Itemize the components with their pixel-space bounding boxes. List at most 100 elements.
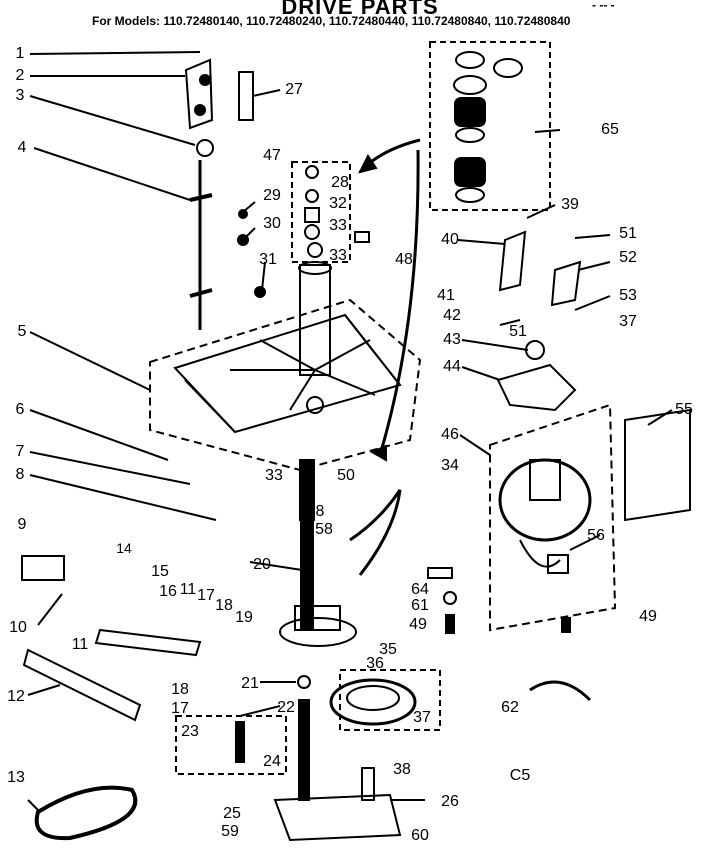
callout-53: 53 (619, 287, 637, 304)
callout-33a: 33 (329, 217, 347, 234)
callout-64: 64 (411, 581, 429, 598)
callout-13: 13 (7, 769, 25, 786)
gearcase-26 (273, 793, 402, 842)
callout-22: 22 (277, 699, 295, 716)
part-62 (529, 680, 592, 702)
callout-49b: 49 (639, 608, 657, 625)
callout-17a: 17 (197, 587, 215, 604)
callout-55: 55 (675, 401, 693, 418)
callout-14: 14 (116, 540, 132, 556)
base-spokes (230, 339, 376, 411)
center-post (299, 264, 331, 376)
callout-21: 21 (241, 675, 259, 692)
callout-56: 56 (587, 527, 605, 544)
callout-29: 29 (263, 187, 281, 204)
callout-25: 25 (223, 805, 241, 822)
kit-box-65 (429, 41, 551, 211)
callout-43: 43 (443, 331, 461, 348)
models-line: For Models: 110.72480140, 110.72480240, … (92, 14, 571, 28)
callout-33c: 33 (265, 467, 283, 484)
callout-15: 15 (151, 563, 169, 580)
part-64 (427, 567, 453, 579)
callout-5: 5 (17, 323, 27, 340)
callout-3: 3 (15, 87, 25, 104)
callout-59: 59 (221, 823, 239, 840)
capacitor-56 (547, 554, 569, 574)
part-55 (624, 408, 691, 522)
callout-18b: 18 (171, 681, 189, 698)
callout-58: 58 (315, 521, 333, 538)
kit-part-spring (454, 97, 486, 127)
callout-1: 1 (15, 45, 25, 62)
callout-50: 50 (337, 467, 355, 484)
diagram-title: DRIVE PARTS (281, 0, 439, 19)
callout-18a: 18 (215, 597, 233, 614)
callout-20: 20 (253, 556, 271, 573)
callout-41: 41 (437, 287, 455, 304)
switch-9 (21, 555, 65, 581)
callout-30: 30 (263, 215, 281, 232)
callout-48: 48 (395, 251, 413, 268)
callout-23: 23 (181, 723, 199, 740)
callout-52: 52 (619, 249, 637, 266)
callout-39: 39 (561, 196, 579, 213)
callout-34: 34 (441, 457, 459, 474)
callout-37a: 37 (413, 709, 431, 726)
callout-47: 47 (263, 147, 281, 164)
callout-11b: 11 (71, 636, 89, 653)
bracket-40 (498, 230, 527, 292)
callout-9: 9 (17, 516, 27, 533)
bar-12 (22, 648, 142, 722)
callout-8: 8 (15, 466, 25, 483)
callout-4: 4 (17, 139, 27, 156)
part-27 (238, 71, 254, 121)
shaft-top (299, 459, 315, 521)
callout-7: 7 (15, 443, 25, 460)
callout-26: 26 (441, 793, 459, 810)
callout-51b: 51 (509, 323, 527, 340)
callout-24: 24 (263, 753, 281, 770)
callout-19: 19 (235, 609, 253, 626)
callout-46: 46 (441, 426, 459, 443)
bracket-2 (184, 58, 214, 130)
callout-62: 62 (501, 699, 519, 716)
callout-32: 32 (329, 195, 347, 212)
bearing-box (291, 161, 351, 263)
kit-part-ring (493, 58, 523, 78)
tub-box (149, 298, 422, 472)
motor-box (489, 403, 617, 632)
bracket-44 (496, 363, 577, 412)
callout-33b: 33 (329, 247, 347, 264)
guard-58 (349, 489, 402, 576)
callout-65: 65 (601, 121, 619, 138)
bar-16 (94, 628, 202, 657)
callout-28: 28 (331, 174, 349, 191)
callout-12: 12 (7, 688, 25, 705)
callout-16: 16 (159, 583, 177, 600)
note-c5: C5 (509, 767, 531, 784)
callout-61: 61 (411, 597, 429, 614)
callout-44: 44 (443, 358, 461, 375)
shaft-20 (300, 519, 314, 631)
bracket-52 (550, 260, 582, 307)
callout-40: 40 (441, 231, 459, 248)
callout-17b: 17 (171, 700, 189, 717)
callout-37b: 37 (619, 313, 637, 330)
callout-42: 42 (443, 307, 461, 324)
clutch-assembly (279, 617, 357, 647)
kit-part-cap (455, 51, 485, 69)
pulley-36 (329, 678, 417, 726)
callout-10: 10 (9, 619, 27, 636)
callout-35: 35 (379, 641, 397, 658)
belt-13 (34, 785, 138, 841)
callout-38: 38 (393, 761, 411, 778)
callout-31: 31 (259, 251, 277, 268)
header-tail: - -- - (592, 0, 615, 12)
callout-6: 6 (15, 401, 25, 418)
callout-8b: 8 (315, 503, 325, 520)
callout-27: 27 (285, 81, 303, 98)
tub-base (173, 313, 402, 434)
callout-2: 2 (15, 67, 25, 84)
box-23 (175, 715, 287, 775)
